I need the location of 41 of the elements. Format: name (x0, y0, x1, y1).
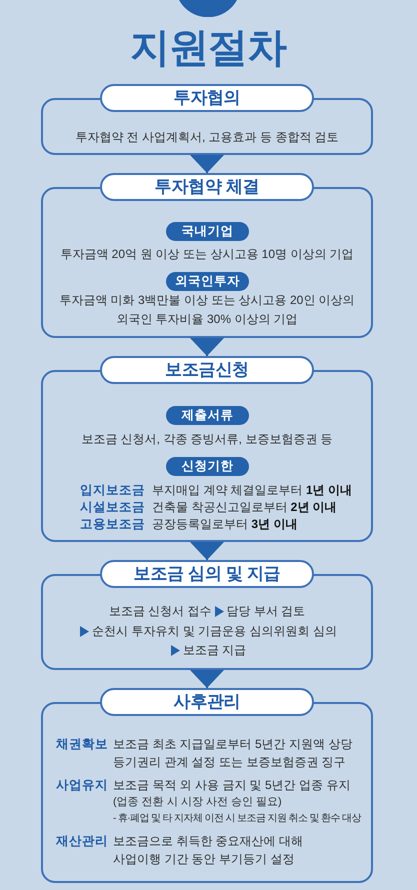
deadline-text: 부지매입 계약 체결일로부터 1년 이내 (152, 482, 352, 499)
criteria-text: 투자금액 미화 3백만불 이상 또는 상시고용 20인 이상의 외국인 투자비율 30% 이상의 기업 (58, 292, 356, 328)
process-step-text: 순천시 투자유치 및 기금운용 심의위원회 심의 (92, 622, 337, 640)
stage-panel (41, 560, 373, 670)
description-text: 보조금 최초 지급일로부터 5년간 지원액 상당 등기권리 관계 설정 또는 보증보험증권 징구 (113, 736, 354, 771)
criteria-text: 투자금액 20억 원 이상 또는 상시고용 10명 이상의 기업 (59, 246, 355, 263)
management-item-label: 채권확보 (56, 736, 106, 753)
note-text: (업종 전환 시 시장 사전 승인 필요) (113, 795, 283, 810)
stage-panel (41, 173, 373, 338)
flow-arrow (190, 155, 224, 173)
stage-panel (41, 356, 373, 542)
flow-arrow (190, 542, 224, 560)
subsidy-type-label: 고용보조금 (80, 516, 145, 533)
criteria-text: 보조금 신청서, 각종 증빙서류, 보증보험증권 등 (80, 431, 334, 448)
stage-panel (41, 84, 373, 155)
description-text: 투자협약 전 사업계획서, 고용효과 등 종합적 검토 (74, 129, 340, 146)
flow-arrow (190, 670, 224, 688)
note-text: - 휴·폐업 및 타 지자체 이전 시 보조금 지원 취소 및 환수 대상 (113, 812, 362, 826)
stage-title-tab: 사후관리 (100, 688, 314, 716)
category-tag: 국내기업 (166, 222, 249, 241)
category-tag: 제출서류 (166, 406, 249, 425)
description-text: 보조금 목적 외 사용 금지 및 5년간 업종 유지 (113, 777, 352, 794)
management-item-label: 재산관리 (56, 833, 106, 850)
category-tag: 신청기한 (166, 457, 249, 476)
process-step-text: 보조금 지급 (182, 642, 246, 660)
process-step-text: 담당 부서 검토 (226, 603, 306, 620)
subsidy-type-label: 시설보조금 (80, 499, 145, 516)
deadline-text: 건축물 착공신고일로부터 2년 이내 (152, 499, 338, 516)
subsidy-type-label: 입지보조금 (80, 482, 145, 499)
flow-arrow (190, 338, 224, 356)
management-item-label: 사업유지 (56, 777, 106, 794)
process-step-text: 보조금 신청서 접수 (108, 603, 212, 620)
stage-title-tab: 투자협약 체결 (100, 173, 314, 201)
description-text: 보조금으로 취득한 중요재산에 대해 사업이행 기간 동안 부기등기 설정 (113, 833, 304, 868)
deadline-text: 공장등록일로부터 3년 이내 (152, 516, 298, 533)
stage-title-tab: 투자협의 (100, 84, 314, 112)
stage-panel (41, 688, 373, 883)
category-tag: 외국인투자 (166, 272, 249, 291)
stage-title-tab: 보조금신청 (100, 356, 314, 384)
diagram-title: 지원절차 (129, 25, 288, 72)
stage-title-tab: 보조금 심의 및 지급 (100, 560, 314, 588)
